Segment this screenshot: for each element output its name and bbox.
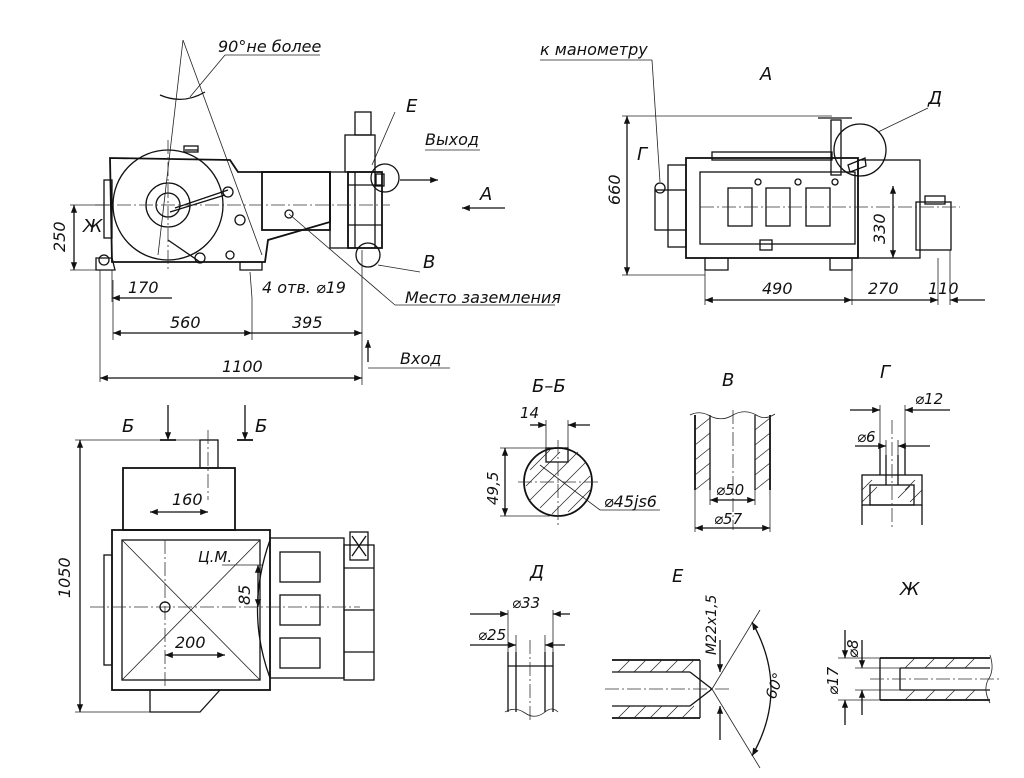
dim-45js6: ⌀45js6	[604, 492, 657, 511]
detail-zh	[838, 630, 1000, 725]
center-mass-label: Ц.М.	[198, 548, 232, 566]
cut-b-right: Б	[255, 416, 267, 437]
dim-250: 250	[50, 221, 69, 252]
dim-170: 170	[128, 278, 159, 297]
dim-50: ⌀50	[716, 481, 744, 499]
detail-v-circle	[355, 242, 381, 268]
detail-d	[470, 610, 570, 720]
dim-m22: M22x1,5	[704, 594, 720, 655]
dim-660: 660	[605, 174, 624, 205]
angle-arc	[159, 91, 206, 100]
dim-8: ⌀8	[844, 639, 862, 658]
detail-v-title: В	[722, 370, 734, 391]
detail-e-circle	[370, 163, 400, 193]
dim-330: 330	[870, 213, 889, 244]
dim-85: 85	[235, 585, 254, 605]
cylinder-block	[261, 171, 331, 231]
detail-zh-title: Ж	[899, 579, 920, 600]
dim-270: 270	[868, 279, 899, 298]
dim-60-deg: 60°	[762, 670, 788, 701]
dim-395: 395	[292, 313, 323, 332]
ground-label: Место заземления	[405, 288, 561, 307]
ground-point	[284, 209, 294, 219]
angle-note: 90°не более	[218, 37, 321, 56]
outlet-label: Выход	[425, 130, 479, 149]
top-view	[75, 405, 375, 713]
view-e-marker: Е	[406, 96, 418, 117]
detail-e	[605, 609, 772, 769]
detail-d-title: Д	[529, 562, 544, 583]
dim-1100: 1100	[222, 357, 263, 376]
arrow-a-label: А	[479, 184, 492, 205]
dim-57: ⌀57	[714, 510, 743, 528]
view-g-marker: Г	[637, 144, 649, 165]
dim-6: ⌀6	[857, 428, 876, 446]
view-v-marker: В	[423, 252, 435, 273]
inlet-label: Вход	[400, 349, 441, 368]
detail-e-title: Е	[672, 566, 684, 587]
section-bb-title: Б–Б	[532, 376, 566, 397]
section-bb	[500, 420, 660, 525]
view-a-title: А	[759, 64, 772, 85]
main-side-view	[70, 39, 555, 385]
to-gauge-label: к манометру	[540, 40, 648, 59]
dim-33: ⌀33	[512, 594, 540, 612]
view-zh-marker: Ж	[82, 216, 103, 237]
dim-49-5: 49,5	[484, 472, 502, 505]
view-a	[540, 59, 985, 305]
dim-17: ⌀17	[824, 666, 842, 695]
dim-14: 14	[520, 404, 539, 422]
dim-25: ⌀25	[478, 626, 506, 644]
dim-490: 490	[762, 279, 793, 298]
dim-1050: 1050	[55, 557, 74, 598]
detail-g-title: Г	[880, 362, 892, 383]
view-d-marker: Д	[927, 88, 942, 109]
dim-110: 110	[928, 279, 959, 298]
dim-160: 160	[172, 490, 203, 509]
dim-560: 560	[170, 313, 201, 332]
cut-b-left: Б	[122, 416, 134, 437]
detail-g	[850, 405, 950, 530]
pump-housing	[109, 157, 331, 263]
valve-box	[347, 171, 383, 249]
detail-d-circle	[833, 123, 887, 177]
detail-v	[689, 410, 776, 532]
dim-200: 200	[175, 633, 206, 652]
dim-12: ⌀12	[915, 390, 943, 408]
holes-label: 4 отв. ⌀19	[262, 278, 346, 297]
